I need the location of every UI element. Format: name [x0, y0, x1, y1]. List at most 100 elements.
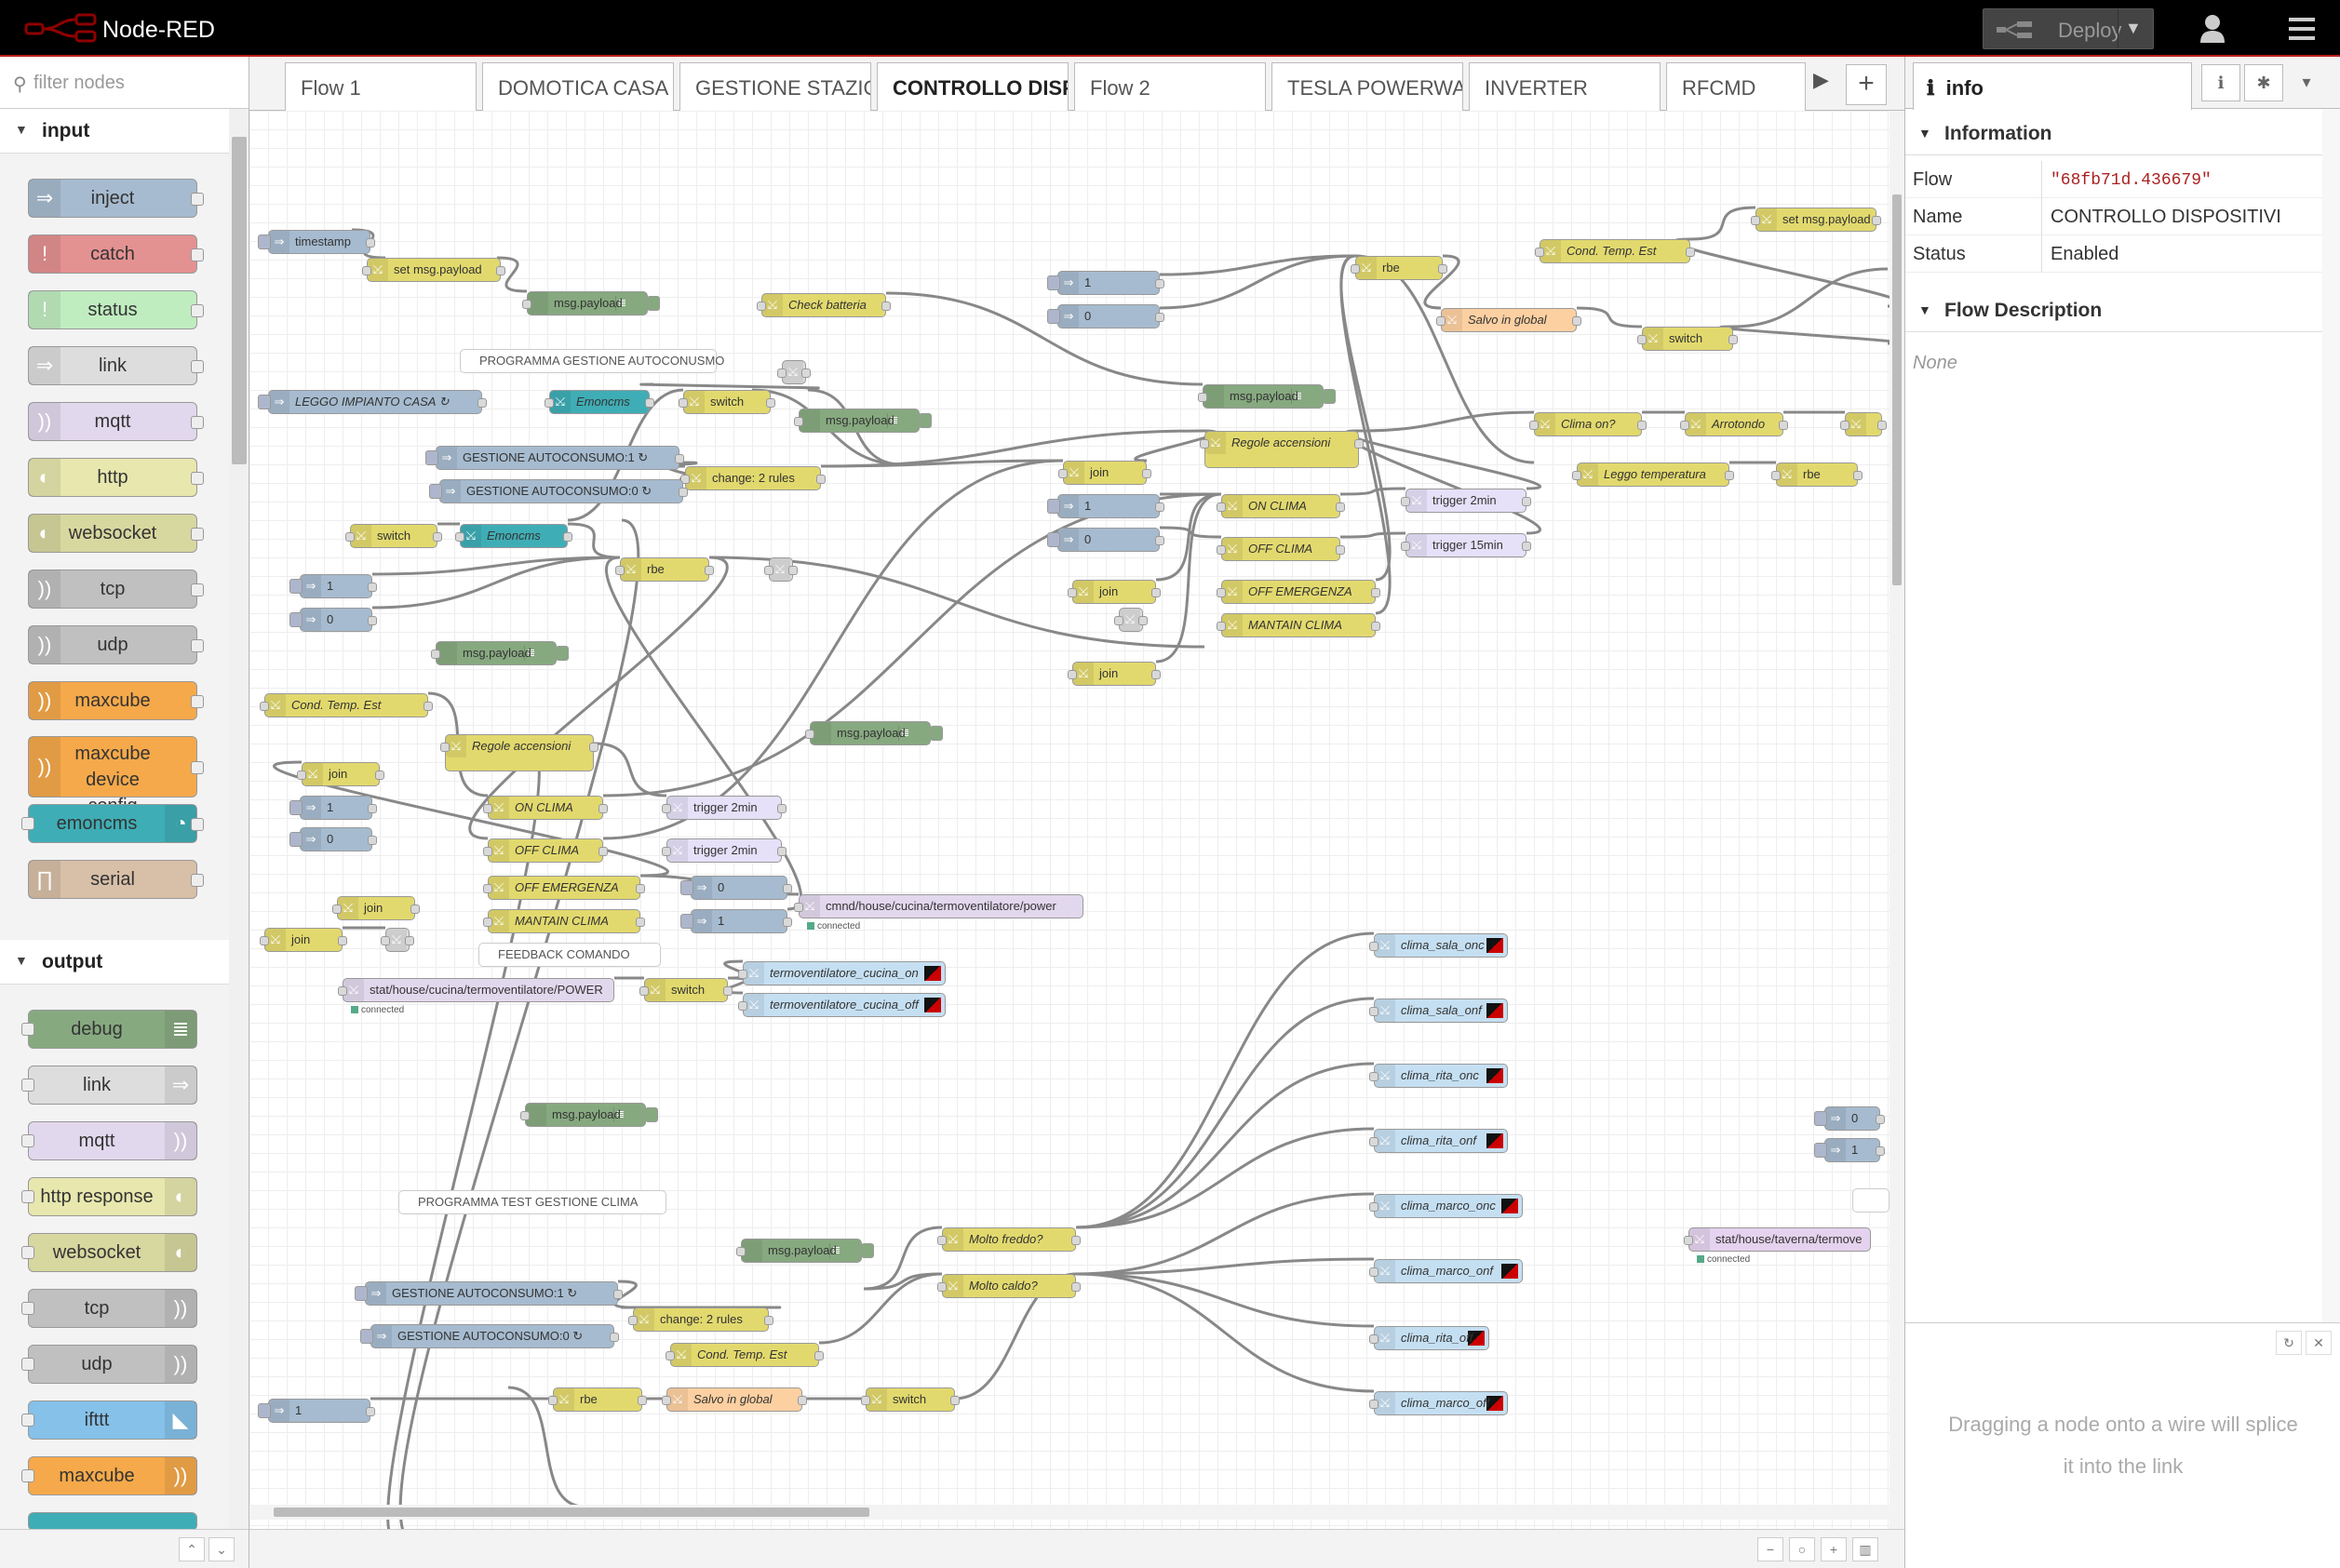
flow-node-gest-auto-1[interactable]: ⇒GESTIONE AUTOCONSUMO:1 ↻ — [355, 1281, 623, 1306]
sidebar-tab-info[interactable]: ℹ info — [1913, 62, 2192, 110]
flow-node-msg-payload[interactable]: ≣msg.payload — [1198, 384, 1336, 409]
output-port[interactable] — [816, 475, 826, 484]
flow-node-switch[interactable]: ⤩switch — [679, 390, 775, 414]
wire[interactable] — [1576, 306, 1643, 328]
debug-toggle[interactable] — [556, 646, 569, 661]
wire[interactable] — [371, 556, 621, 610]
wire[interactable] — [1155, 492, 1222, 663]
inject-button[interactable] — [425, 450, 438, 465]
input-port[interactable] — [1198, 393, 1207, 402]
wire[interactable] — [1075, 1272, 1375, 1328]
output-port[interactable] — [1371, 588, 1380, 597]
flow-node-set-msg-payload[interactable]: ⤩set msg.payload — [362, 258, 505, 282]
tab-flow-2[interactable]: Flow 2 — [1074, 62, 1266, 111]
flow-node-unlabeled[interactable]: ⤩ — [777, 360, 811, 384]
output-port[interactable] — [1876, 1146, 1885, 1156]
tab-flow-1[interactable]: Flow 1 — [285, 62, 477, 111]
output-port[interactable] — [1155, 279, 1164, 288]
flow-node-zero[interactable]: ⇒0 — [1047, 528, 1164, 552]
main-menu-icon[interactable] — [2279, 13, 2325, 45]
input-port[interactable] — [757, 302, 766, 311]
filter-placeholder[interactable]: filter nodes — [34, 73, 125, 93]
flow-node-salvo-global[interactable]: ⤩Salvo in global — [662, 1387, 807, 1412]
flow-node-zero[interactable]: ⇒0 — [1047, 304, 1164, 328]
flow-node-termo-off[interactable]: ⤩termoventilatore_cucina_off — [738, 993, 946, 1017]
input-port[interactable] — [1572, 471, 1581, 480]
output-port[interactable] — [1876, 1115, 1885, 1124]
output-port[interactable] — [777, 804, 787, 813]
output-port[interactable] — [950, 1396, 960, 1405]
flow-node-one[interactable]: ⇒1 — [289, 796, 377, 820]
input-port[interactable] — [1200, 439, 1209, 449]
wire[interactable] — [398, 518, 640, 1536]
wire[interactable] — [1159, 526, 1222, 539]
input-port[interactable] — [21, 1414, 34, 1427]
flow-node-off-clima[interactable]: ⤩OFF CLIMA — [1217, 537, 1345, 561]
zoom-out-icon[interactable]: − — [1757, 1537, 1783, 1561]
flow-node-rbe[interactable]: ⤩rbe — [1771, 462, 1863, 487]
wire[interactable] — [1689, 206, 1756, 241]
flow-node-msg-payload[interactable]: ≣msg.payload — [431, 641, 569, 665]
wire[interactable] — [1719, 325, 1889, 345]
tab-tesla-powerwal[interactable]: TESLA POWERWAL — [1271, 62, 1463, 111]
input-port[interactable] — [362, 266, 371, 275]
expand-all-icon[interactable]: ⌄ — [208, 1537, 235, 1561]
add-flow-button[interactable]: + — [1846, 64, 1887, 105]
palette-node-inject[interactable]: ⇒inject — [28, 179, 204, 218]
flow-node-msg-payload[interactable]: ≣msg.payload — [522, 291, 660, 315]
input-port[interactable] — [1637, 335, 1647, 344]
output-port[interactable] — [777, 847, 787, 856]
flow-node-molto-freddo[interactable]: ⤩Molto freddo? — [937, 1227, 1081, 1252]
flow-node-gest-auto-1[interactable]: ⇒GESTIONE AUTOCONSUMO:1 ↻ — [425, 446, 684, 470]
input-port[interactable] — [297, 771, 306, 780]
flow-node-one[interactable]: ⇒1 — [289, 574, 377, 598]
input-port[interactable] — [1529, 421, 1539, 430]
palette-scrollbar[interactable] — [229, 109, 249, 1561]
tab-rfcmd[interactable]: RFCMD — [1666, 62, 1806, 111]
input-port[interactable] — [615, 566, 625, 575]
input-port[interactable] — [332, 905, 342, 914]
input-port[interactable] — [1369, 1267, 1378, 1277]
output-port[interactable] — [1336, 503, 1345, 512]
output-port[interactable] — [881, 302, 891, 311]
palette-node-catch[interactable]: !catch — [28, 235, 204, 274]
input-port[interactable] — [21, 1023, 34, 1036]
flow-node-termo-on[interactable]: ⤩termoventilatore_cucina_on — [738, 961, 946, 985]
flow-node-unlabeled[interactable]: ⤩ — [1114, 608, 1148, 632]
input-port[interactable] — [260, 936, 269, 945]
input-port[interactable] — [1369, 1072, 1378, 1081]
input-port[interactable] — [1351, 264, 1360, 274]
palette-category-output[interactable]: ▼ output — [0, 940, 229, 985]
output-port[interactable] — [191, 695, 204, 708]
wire[interactable] — [1075, 931, 1375, 1229]
input-port[interactable] — [1436, 316, 1446, 326]
flow-node-arrotondo[interactable]: ⤩Arrotondo — [1680, 412, 1788, 436]
flow-node-unlabeled[interactable]: ⤩ — [764, 557, 798, 582]
wire[interactable] — [604, 556, 803, 911]
flow-node-leggo-impianto[interactable]: ⇒LEGGO IMPIANTO CASA ↻ — [258, 390, 487, 414]
output-port[interactable] — [766, 398, 775, 408]
flow-node-off-clima[interactable]: ⤩OFF CLIMA — [483, 838, 608, 863]
input-port[interactable] — [666, 1351, 675, 1360]
palette-node-maxcube[interactable]: ))maxcube — [28, 681, 204, 720]
tab-inverter[interactable]: INVERTER — [1469, 62, 1661, 111]
tab-domotica-casa[interactable]: DOMOTICA CASA — [482, 62, 674, 111]
output-port[interactable] — [798, 1396, 807, 1405]
output-port[interactable] — [1354, 439, 1364, 449]
flow-node-regole-accensioni[interactable]: ⤩Regole accensioni — [1200, 431, 1364, 468]
input-port[interactable] — [794, 903, 803, 912]
output-port[interactable] — [801, 369, 811, 378]
inject-button[interactable] — [289, 612, 303, 627]
flow-node-timestamp[interactable]: ⇒timestamp — [258, 230, 375, 254]
palette-node-out-maxcube[interactable]: maxcube)) — [21, 1456, 197, 1495]
wire[interactable] — [602, 459, 1064, 840]
flow-node-clima-sala-onf[interactable]: ⤩clima_sala_onf — [1369, 998, 1508, 1023]
input-port[interactable] — [21, 1079, 34, 1092]
wire[interactable] — [1159, 254, 1356, 276]
flow-node-join[interactable]: ⤩join — [260, 928, 347, 952]
palette-node-out-ifttt[interactable]: ifttt◣ — [21, 1400, 197, 1440]
output-port[interactable] — [1371, 622, 1380, 631]
palette-node-link[interactable]: ⇒link — [28, 346, 204, 385]
input-port[interactable] — [1369, 1400, 1378, 1409]
output-port[interactable] — [1686, 248, 1695, 257]
